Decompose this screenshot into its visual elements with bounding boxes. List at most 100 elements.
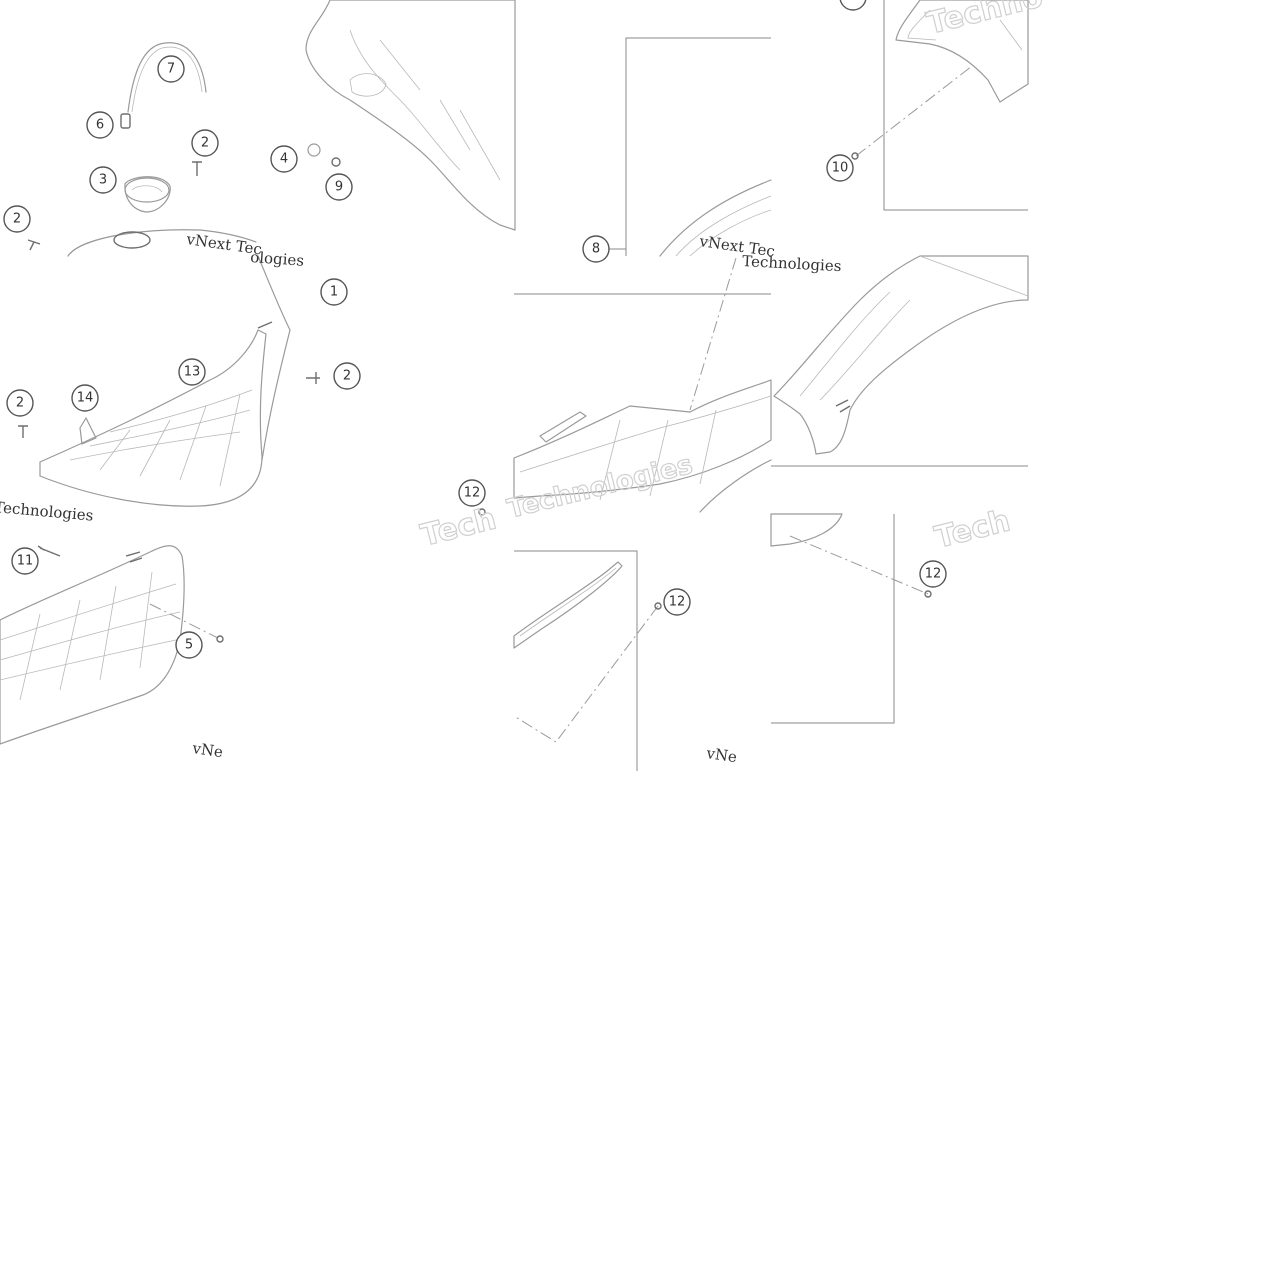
frame-box-10 [883,0,1028,211]
side-panel-lower [513,379,772,499]
svg-text:12: 12 [925,567,942,582]
callout-12: 12 [663,588,691,616]
tank-shroud-detail [349,29,501,181]
watermarks: vNext Tec vNext Tec vNe vNe ologies Tech… [0,0,1047,766]
nut [331,157,341,167]
fuel-hose [127,42,207,113]
callout-2: 2 [191,129,219,157]
tile-top-right [839,0,1029,211]
tile-bottom-right [770,513,932,724]
svg-text:14: 14 [77,391,94,406]
washer [307,143,321,157]
seat-strap-14 [79,417,97,445]
watermark-tech-outline: Technologies [504,450,695,525]
callout-2: 2 [333,362,361,390]
svg-text:3: 3 [99,173,107,188]
svg-text:11: 11 [17,554,34,569]
nut-10 [851,152,859,160]
screw-left [27,239,41,251]
svg-text:5: 5 [185,638,193,653]
rear-fender-logo [835,399,851,413]
watermark-technologies: Technologies [0,498,94,525]
callout-2: 2 [3,205,31,233]
seat-side-panel [257,255,291,461]
watermark-vnext: vNe [190,739,224,761]
hose-fitting [120,113,131,129]
svg-text:2: 2 [201,136,209,151]
svg-text:8: 8 [592,242,600,257]
nut-12-left [478,508,486,516]
number-plate-inner [907,9,1023,51]
seat-grid-2 [99,393,241,487]
svg-text:10: 10 [832,161,849,176]
air-box-cover-tip [699,459,772,513]
fuel-cap [124,176,171,213]
tile-middle-right [771,255,1029,467]
tile-top-left [27,0,516,257]
screw [192,161,202,176]
tile-bottom-left [0,545,224,745]
callout-13: 13 [178,358,206,386]
svg-text:1: 1 [330,285,338,300]
seat-bolt-5 [216,635,224,643]
watermark-tech-outline: Tech [417,501,499,553]
side-panel-top [659,179,772,257]
callout-12: 12 [458,479,486,507]
svg-text:7: 7 [167,62,175,77]
rail-piece [539,411,587,443]
svg-text:12: 12 [669,595,686,610]
fuel-tank-top [67,229,257,257]
callout-5: 5 [175,631,203,659]
callout-12: 12 [919,560,947,588]
side-panel-top-inner [675,195,772,257]
svg-text:2: 2 [13,212,21,227]
seat-screw-11 [37,545,61,557]
side-panel-lower-ribs [599,409,717,501]
rear-rail-panel-inner [519,567,617,637]
seat-side-grid-1 [0,583,181,681]
nut-12-right [924,590,932,598]
callout-2: 2 [6,389,34,417]
rear-fender [773,255,1029,455]
nut-12-mid [654,602,662,610]
tank-shroud [305,0,516,231]
seat-cover [39,329,267,507]
callout-8: 8 [582,235,610,263]
callout-1: 1 [320,278,348,306]
tank-shroud-vent [349,73,387,97]
svg-text:6: 6 [96,118,104,133]
rear-fender-inner [799,255,1029,401]
seat-logo [125,551,143,563]
screw-2-right [306,372,320,384]
frame-box-8 [625,37,771,256]
leader-5 [149,603,219,639]
watermark-tech-outline: Tech [931,503,1013,555]
svg-text:2: 2 [343,369,351,384]
svg-text:4: 4 [280,152,288,167]
number-plate [895,0,1029,103]
fuel-hose-inner [131,46,203,113]
callout-9: 9 [325,173,353,201]
leader-12-right [789,535,929,595]
callout-11: 11 [11,547,39,575]
svg-text:9: 9 [335,180,343,195]
watermark-technologies: Technologies [742,252,842,275]
tile-bottom-middle [513,550,662,771]
tile-middle-middle [513,257,772,513]
frame-box-bottom [514,550,638,771]
callout-7: 7 [157,55,185,83]
callout-offscreen [839,0,867,11]
leader-12-mid [513,605,659,743]
leader-middle [689,257,737,411]
svg-text:12: 12 [464,486,481,501]
callout-14: 14 [71,384,99,412]
callout-3: 3 [89,166,117,194]
tile-middle-left [18,255,320,507]
callout-6: 6 [86,111,114,139]
seat-stud [257,321,273,329]
seat-side-view [0,545,185,745]
seat-side-grid-2 [19,571,153,701]
callout-10: 10 [826,154,854,182]
leader-10 [855,65,973,157]
